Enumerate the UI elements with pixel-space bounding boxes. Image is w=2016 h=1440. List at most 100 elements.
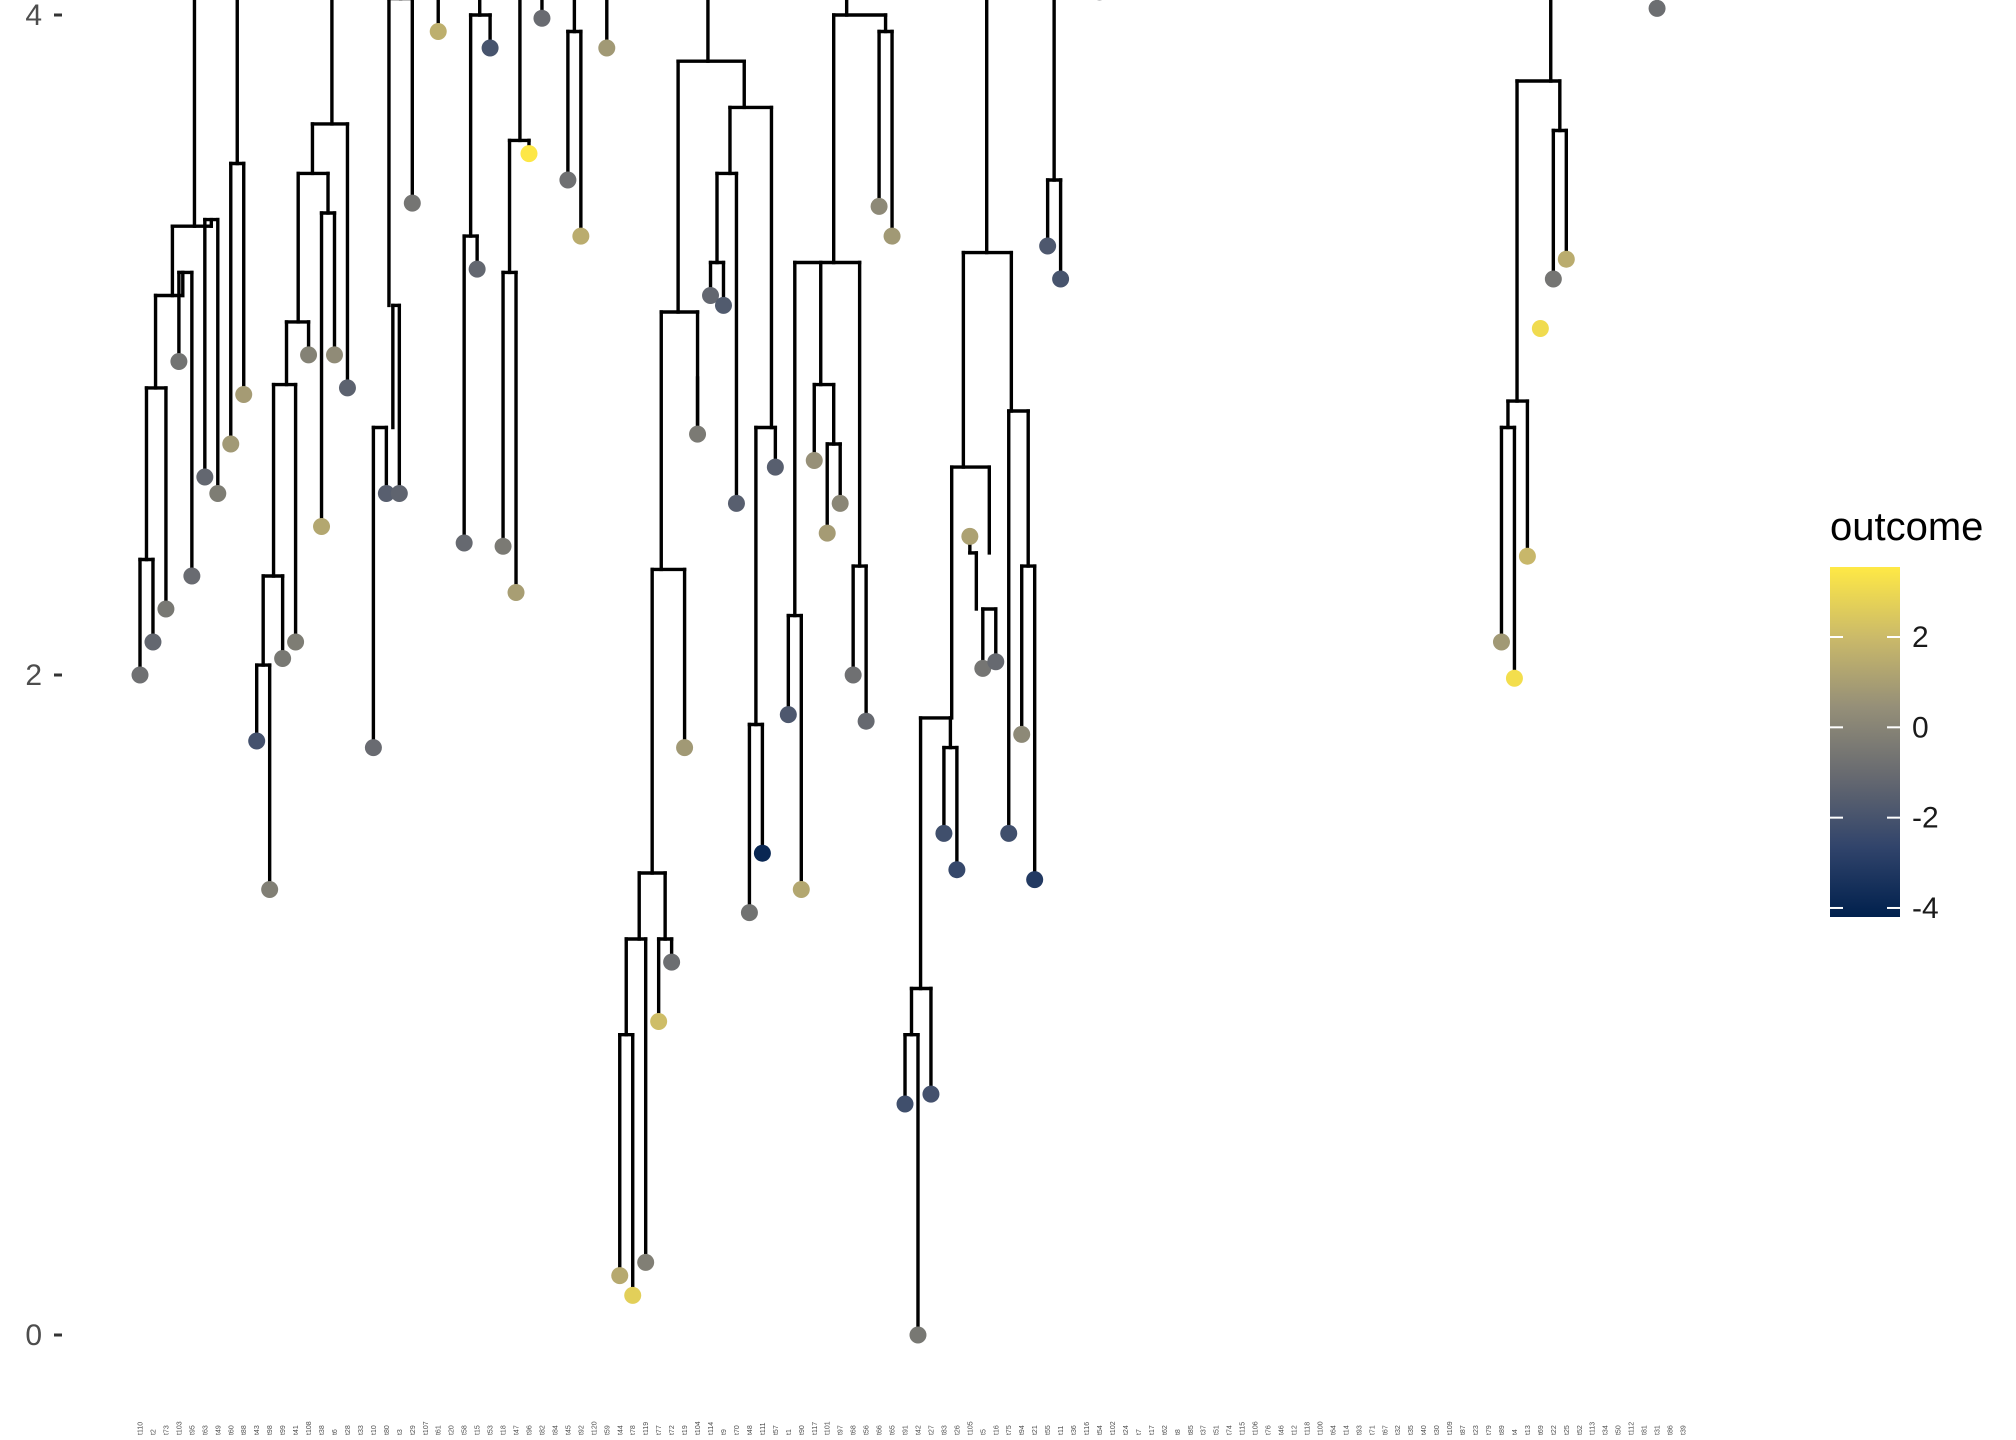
tip-point	[429, 23, 447, 40]
x-tick-label: t100	[1317, 1421, 1324, 1435]
tip-point	[909, 1326, 927, 1344]
x-tick-label: t104	[695, 1421, 702, 1435]
x-tick-label: t52	[1577, 1425, 1584, 1435]
x-tick-label: t96	[526, 1425, 533, 1435]
x-tick-label: t21	[1032, 1425, 1039, 1435]
x-tick-label: t18	[501, 1425, 508, 1435]
tip-point	[507, 584, 525, 601]
tip-point	[1557, 250, 1575, 268]
x-tick-label: t83	[941, 1425, 948, 1435]
x-tick-label: t86	[1668, 1425, 1675, 1435]
x-tick-label: t27	[928, 1425, 935, 1435]
x-tick-label: t1	[786, 1429, 793, 1435]
x-tick-label: t67	[1382, 1425, 1389, 1435]
x-tick-label: t4	[1512, 1429, 1519, 1435]
tip-point	[676, 739, 694, 757]
x-tick-label: t72	[669, 1425, 676, 1435]
tip-point	[377, 485, 395, 502]
x-tick-label: t69	[1538, 1425, 1545, 1435]
tip-point	[740, 904, 758, 922]
tip-point	[961, 527, 979, 545]
tip-point	[792, 881, 810, 898]
x-tick-label: t12	[1292, 1425, 1299, 1435]
x-tick-label: t66	[877, 1425, 884, 1435]
x-tick-label: t109	[1447, 1421, 1454, 1435]
tip-point	[313, 518, 331, 535]
x-tick-label: t82	[539, 1425, 546, 1435]
tip-point	[1000, 824, 1018, 842]
tip-point	[844, 666, 862, 684]
tip-point	[494, 537, 512, 555]
x-tick-label: t74	[1227, 1425, 1234, 1435]
x-tick-label: t111	[760, 1422, 767, 1435]
tip-point	[455, 534, 473, 552]
tip-point	[1505, 669, 1523, 687]
x-tick-label: t60	[228, 1425, 235, 1435]
x-tick-label: t9	[721, 1429, 728, 1435]
x-tick-label: t108	[306, 1421, 313, 1435]
x-tick-label: t118	[1304, 1422, 1311, 1435]
tip-point	[714, 296, 732, 314]
x-tick-label: t45	[565, 1425, 572, 1435]
x-tick-label: t84	[552, 1425, 559, 1435]
tip-point	[338, 379, 356, 397]
tip-point	[702, 287, 720, 304]
x-tick-label: t76	[1266, 1425, 1273, 1435]
tip-point	[805, 452, 823, 469]
x-tick-label: t13	[1525, 1425, 1532, 1435]
tip-point	[598, 39, 616, 57]
color-legend: outcome 20-2-4	[1830, 505, 1983, 925]
colorbar-label: 0	[1912, 711, 1929, 744]
x-tick-label: t106	[1253, 1421, 1260, 1435]
tip-point	[896, 1095, 914, 1113]
tip-point	[157, 600, 175, 618]
x-tick-label: t87	[1460, 1425, 1467, 1435]
x-tick-label: t31	[1655, 1425, 1662, 1435]
tip-point	[390, 485, 408, 502]
tip-point	[689, 425, 707, 443]
x-tick-label: t59	[604, 1425, 611, 1435]
x-tick-label: t51	[1214, 1425, 1221, 1435]
tip-point	[196, 468, 214, 486]
x-tick-label: t92	[578, 1425, 585, 1435]
x-tick-label: t116	[1084, 1422, 1091, 1435]
tip-point	[935, 824, 953, 842]
x-tick-label: t30	[1434, 1425, 1441, 1435]
x-tick-label: t7	[1136, 1429, 1143, 1435]
tip-points	[131, 0, 1666, 1344]
x-tick-label: t16	[993, 1425, 1000, 1435]
x-tick-label: t114	[708, 1422, 715, 1435]
x-tick-label: t61	[436, 1425, 443, 1435]
x-tick-label: t79	[1486, 1425, 1493, 1435]
y-tick-label: 4	[25, 0, 42, 32]
x-tick-label: t94	[1019, 1425, 1026, 1435]
x-tick-label: t110	[138, 1422, 145, 1435]
x-tick-label: t22	[1551, 1425, 1558, 1435]
colorbar-label: -2	[1912, 802, 1939, 835]
x-tick-label: t78	[630, 1425, 637, 1435]
x-tick-label: t56	[864, 1425, 871, 1435]
x-tick-label: t57	[773, 1425, 780, 1435]
colorbar-label: -4	[1912, 892, 1939, 925]
tip-point	[183, 567, 201, 585]
tip-point	[481, 39, 499, 57]
x-tick-label: t50	[1616, 1425, 1623, 1435]
tip-point	[727, 494, 745, 512]
tip-point	[533, 9, 551, 27]
x-tick-label: t90	[799, 1425, 806, 1435]
tip-point	[222, 435, 240, 453]
tip-point	[274, 650, 292, 667]
x-tick-label: t71	[1369, 1425, 1376, 1435]
tip-point	[650, 1013, 668, 1030]
x-tick-label: t5	[980, 1429, 987, 1435]
tip-point	[559, 171, 577, 189]
x-tick-label: t102	[1110, 1421, 1117, 1435]
tip-point	[753, 844, 771, 862]
x-tick-label: t49	[215, 1425, 222, 1435]
x-tick-label: t103	[176, 1421, 183, 1435]
tip-point	[857, 712, 875, 730]
colorbar-label: 2	[1912, 621, 1929, 654]
x-tick-label: t95	[189, 1425, 196, 1435]
tip-point	[766, 458, 784, 476]
